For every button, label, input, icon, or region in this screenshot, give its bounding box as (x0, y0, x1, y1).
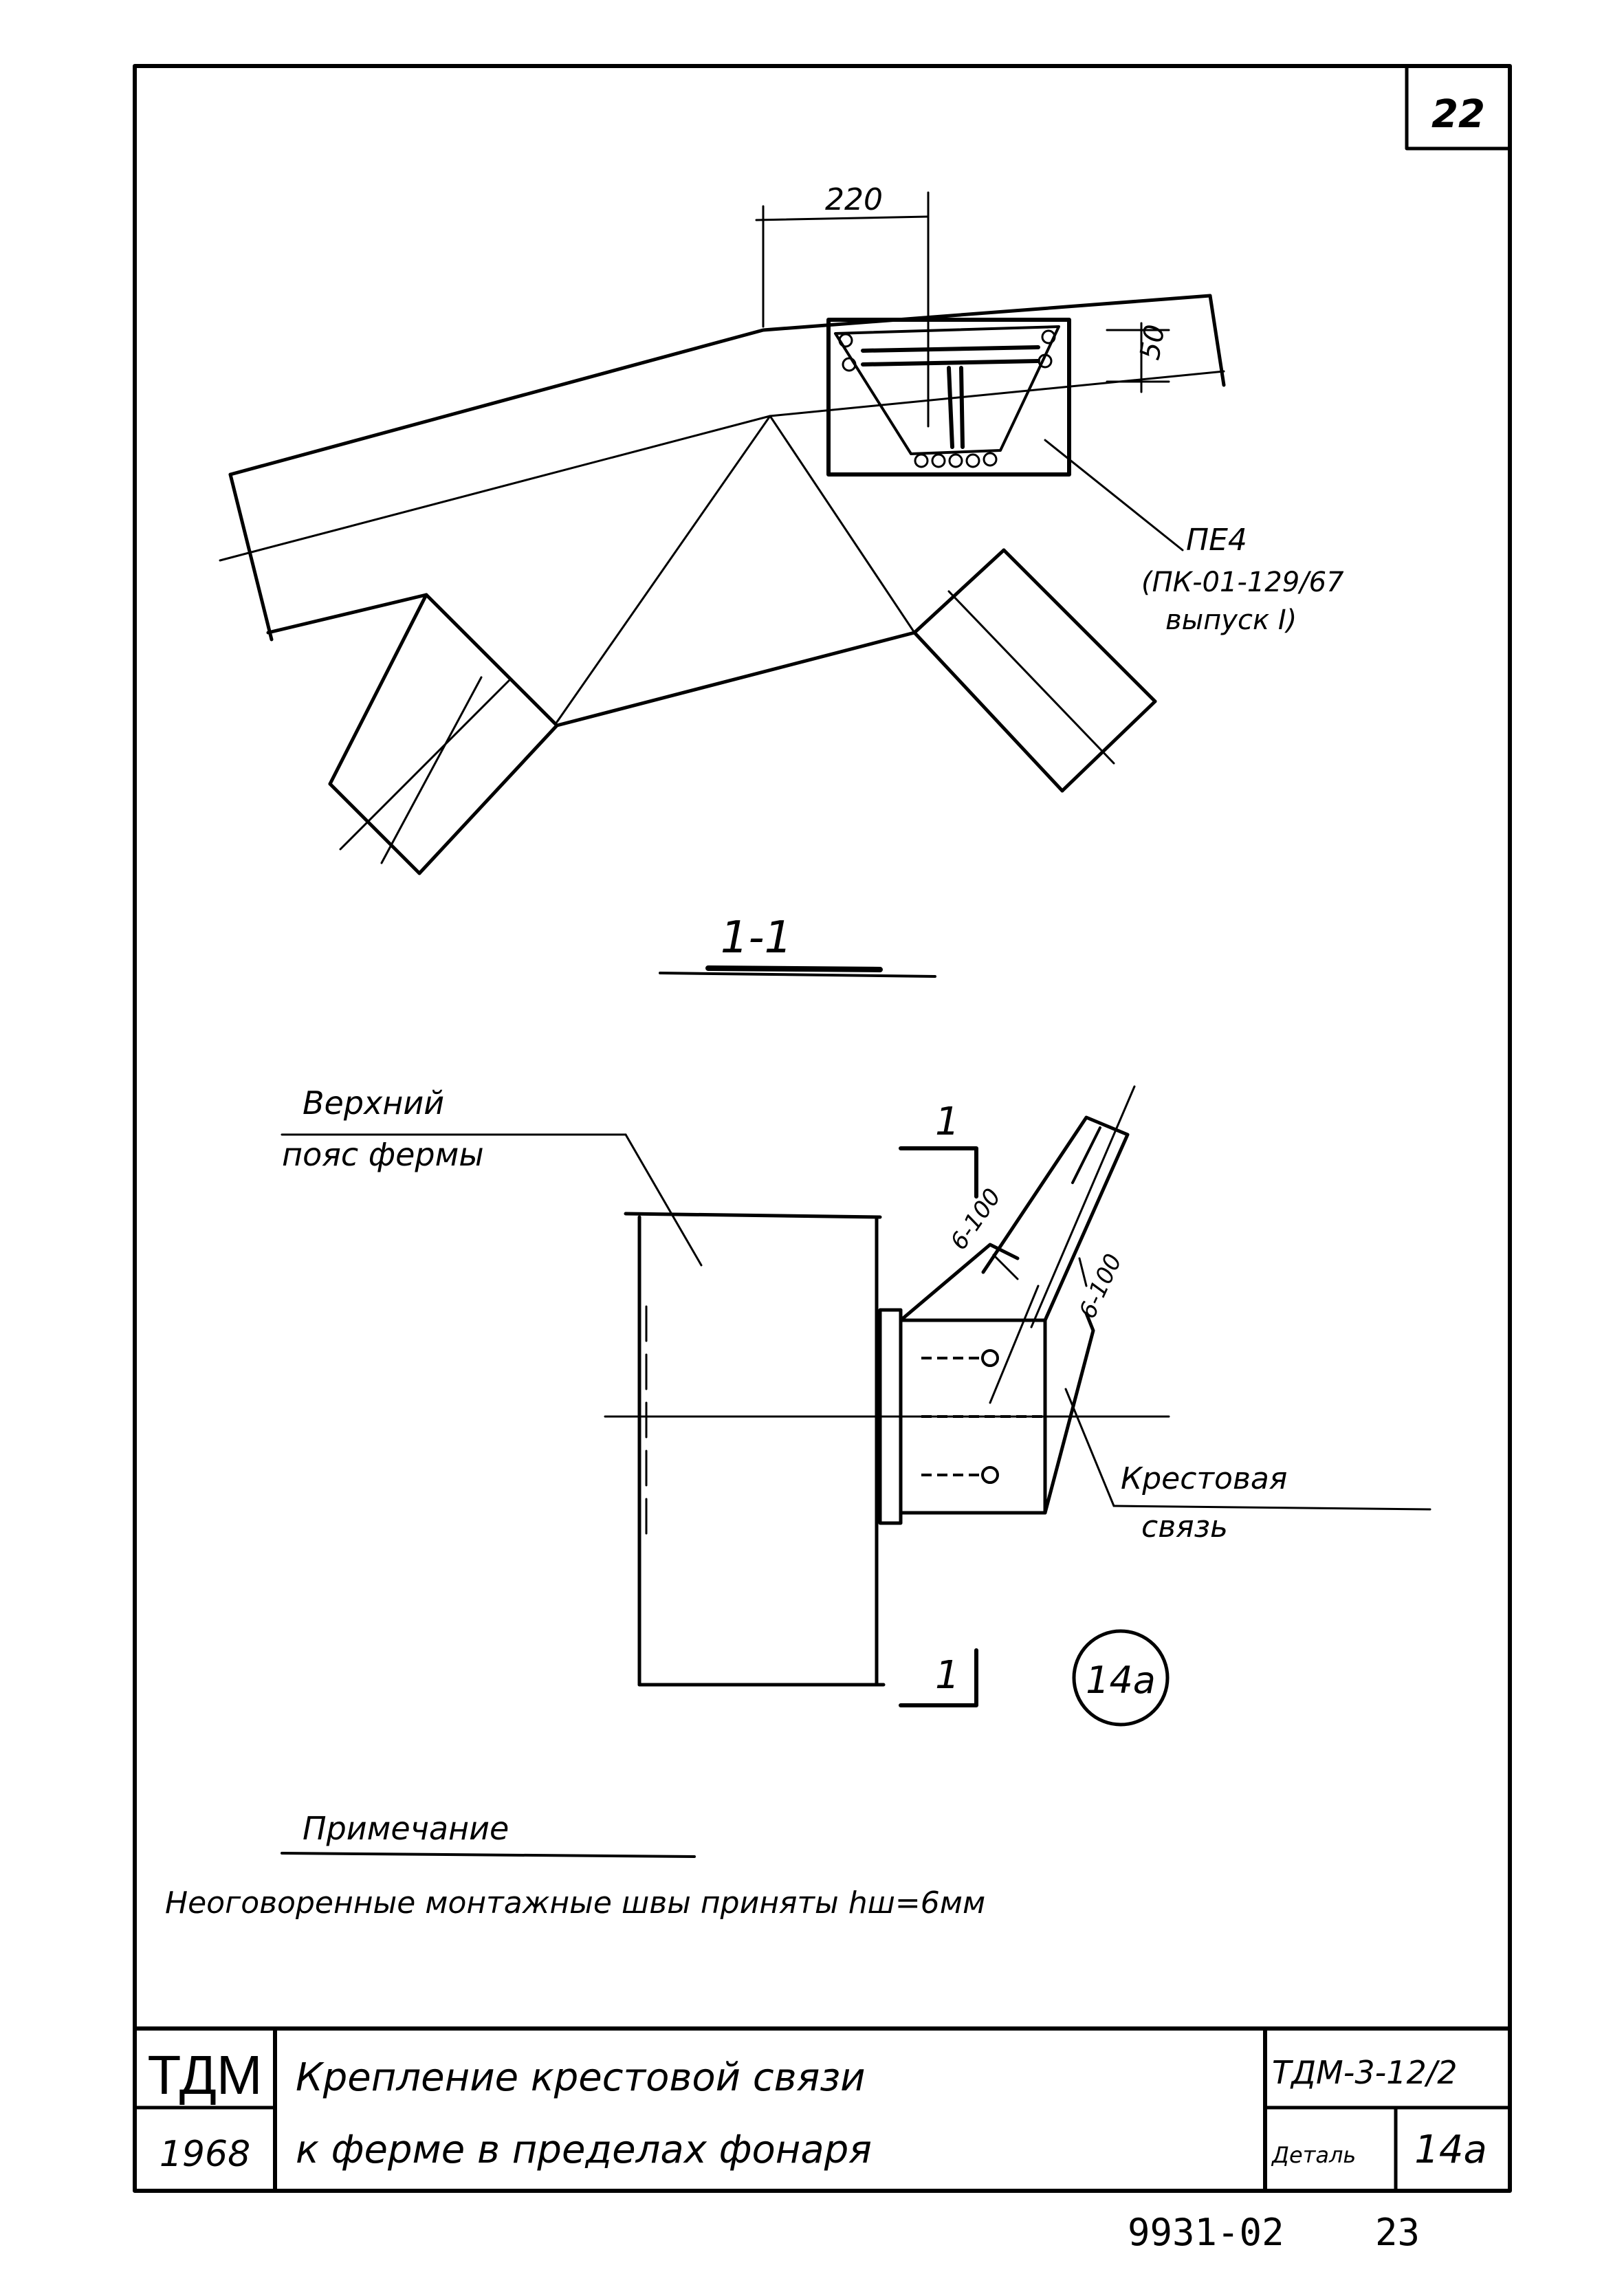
archive-code: 9931-02 (1128, 2211, 1284, 2254)
dimension-width: 220 (825, 182, 883, 217)
note-title: Примечание (303, 1810, 509, 1847)
document-code: ТДМ-3-12/2 (1272, 2054, 1458, 2091)
title-line-1: Крепление крестовой связи (296, 2055, 866, 2100)
plate-mark: ПЕ4 (1186, 523, 1247, 558)
year: 1968 (160, 2134, 250, 2175)
note-text: Неоговоренные монтажные швы приняты hш=6… (165, 1885, 985, 1921)
weld-label-side: 6-100 (1074, 1249, 1128, 1322)
brace-label-2: связь (1141, 1509, 1228, 1544)
cut-mark-top: 1 (935, 1100, 960, 1144)
sheet-frame (133, 64, 1512, 2193)
cut-mark-bottom: 1 (935, 1653, 960, 1698)
plate-reference-1: (ПК-01-129/67 (1141, 567, 1344, 598)
brace-label-1: Крестовая (1121, 1461, 1287, 1496)
section-label: 1-1 (721, 912, 793, 963)
detail-value: 14а (1414, 2128, 1487, 2172)
weld-beads (838, 329, 1056, 468)
detail-circle-label: 14а (1086, 1659, 1156, 1702)
section-drawing (219, 191, 1226, 875)
org-stamp: ТДМ (147, 2044, 262, 2106)
title-line-2: к ферме в пределах фонаря (296, 2128, 872, 2172)
title-block (133, 2026, 1512, 2193)
dimension-height: 50 (1134, 322, 1172, 362)
page-number: 22 (1431, 92, 1485, 137)
plate-reference-2: выпуск I) (1165, 604, 1297, 636)
detail-label: Деталь (1271, 2142, 1356, 2168)
plan-drawing (281, 1085, 1431, 1727)
bottom-page-number: 23 (1375, 2211, 1420, 2254)
chord-label-2: пояс фермы (282, 1136, 484, 1173)
chord-label-1: Верхний (303, 1084, 444, 1122)
weld-label-top: 6-100 (945, 1183, 1007, 1255)
